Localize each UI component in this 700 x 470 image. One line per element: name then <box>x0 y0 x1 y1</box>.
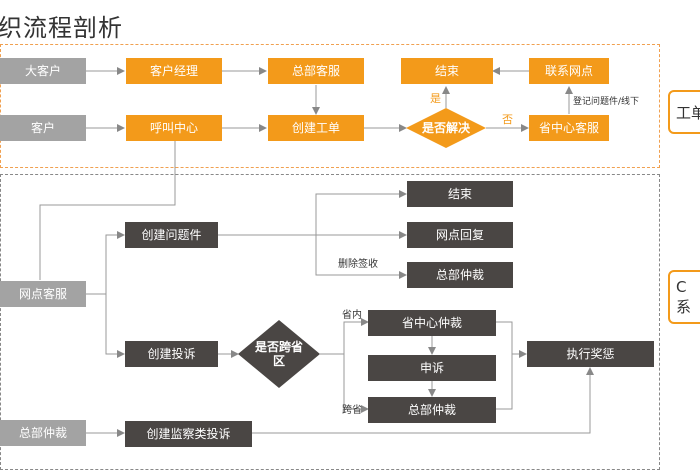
label-decide-cross-province: 是否跨省区 <box>255 340 304 368</box>
edge-label-in-province: 省内 <box>342 310 362 321</box>
node-create-complaint: 创建投诉 <box>125 341 218 367</box>
resolved-decision-diamond <box>406 108 486 148</box>
edge-label-yes: 是 <box>430 92 441 105</box>
node-big-customer: 大客户 <box>0 58 86 84</box>
node-create-supervision-complaint: 创建监察类投诉 <box>125 421 252 447</box>
side-tab-system[interactable]: C 系 <box>668 270 700 324</box>
edge-label-delete-signoff: 删除签收 <box>338 259 378 270</box>
node-outlet-reply: 网点回复 <box>407 222 513 248</box>
node-outlet-service: 网点客服 <box>0 281 86 307</box>
edge-label-cross-province: 跨省 <box>342 405 362 416</box>
node-customer: 客户 <box>0 115 86 141</box>
node-hq-arbitration-source: 总部仲裁 <box>0 420 86 446</box>
node-account-manager: 客户经理 <box>126 58 222 84</box>
node-province-arbitration: 省中心仲裁 <box>368 310 496 336</box>
side-tab-ticket[interactable]: 工单 <box>668 90 700 134</box>
side-tab-system-line2: 系 <box>676 298 692 316</box>
label-decide-resolved: 是否解决 <box>421 121 470 135</box>
edge-label-register-issue: 登记问题件/线下 <box>573 97 640 107</box>
node-create-ticket: 创建工单 <box>268 115 364 141</box>
node-finish-top: 结束 <box>401 58 493 84</box>
node-hq-arbitration-1: 总部仲裁 <box>407 262 513 288</box>
node-finish-bottom: 结束 <box>407 181 513 207</box>
node-call-center: 呼叫中心 <box>126 115 222 141</box>
cross-province-decision-diamond <box>238 320 320 388</box>
node-hq-arbitration-2: 总部仲裁 <box>368 397 496 423</box>
node-create-issue: 创建问题件 <box>125 222 218 248</box>
node-execute-reward-penalty: 执行奖惩 <box>527 341 654 367</box>
node-appeal: 申诉 <box>368 355 496 381</box>
edge-label-no: 否 <box>502 113 513 126</box>
node-hq-service: 总部客服 <box>268 58 364 84</box>
ticket-flow-zone <box>0 44 660 168</box>
side-tab-system-line1: C <box>676 278 687 296</box>
node-province-service: 省中心客服 <box>529 115 609 141</box>
node-contact-outlet: 联系网点 <box>529 58 609 84</box>
page-title: 织流程剖析 <box>0 14 123 42</box>
